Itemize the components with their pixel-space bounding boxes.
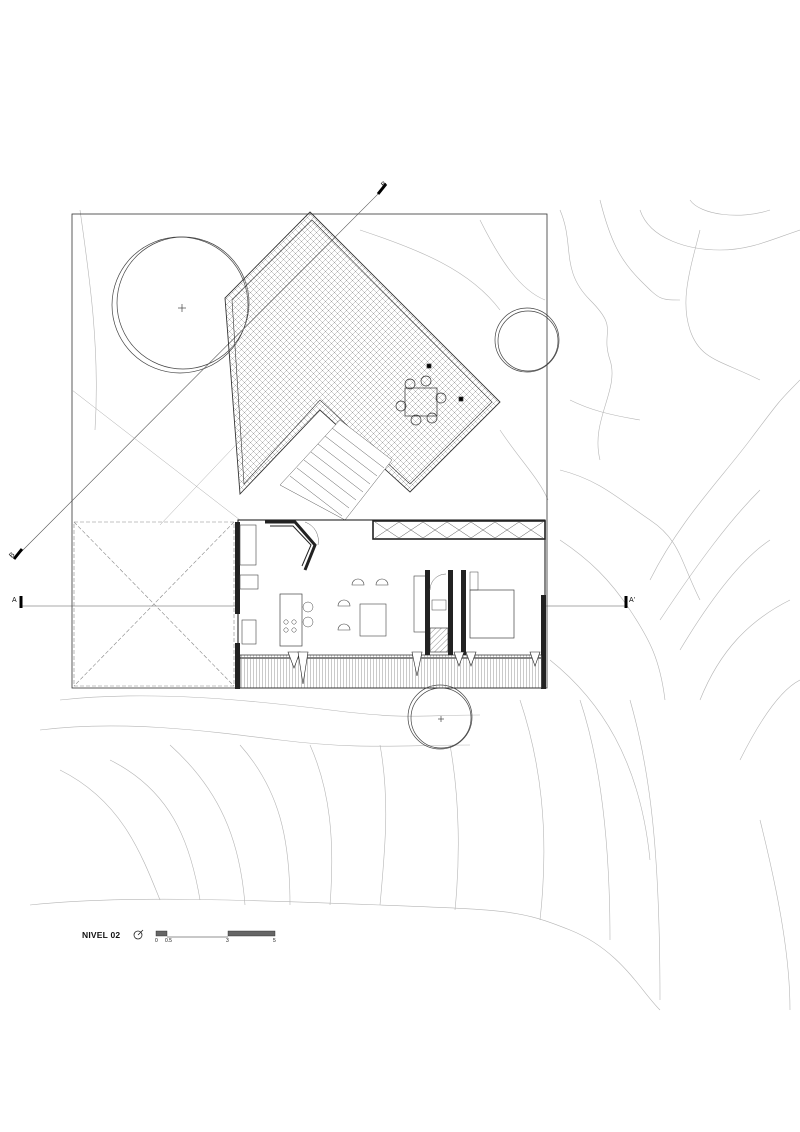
roof-terrace: [224, 211, 501, 496]
scale-tick-0-5: 0.5: [165, 938, 172, 944]
north-arrow-icon: [133, 929, 144, 940]
house-plan: [235, 519, 546, 689]
section-a-label: A: [12, 597, 17, 604]
scale-bar: [155, 930, 276, 938]
site-diagonals: [71, 389, 251, 526]
drawing-title: NIVEL 02: [82, 930, 121, 940]
lower-void: [73, 521, 235, 687]
scale-tick-3: 3: [226, 938, 229, 944]
section-a-prime-label: A': [629, 597, 636, 604]
terrain-contours: [29, 199, 800, 1011]
scale-tick-0: 0: [155, 938, 158, 944]
scale-tick-5: 5: [273, 938, 276, 944]
outdoor-dining-set: [395, 363, 464, 426]
tree-symbols: [111, 236, 560, 750]
